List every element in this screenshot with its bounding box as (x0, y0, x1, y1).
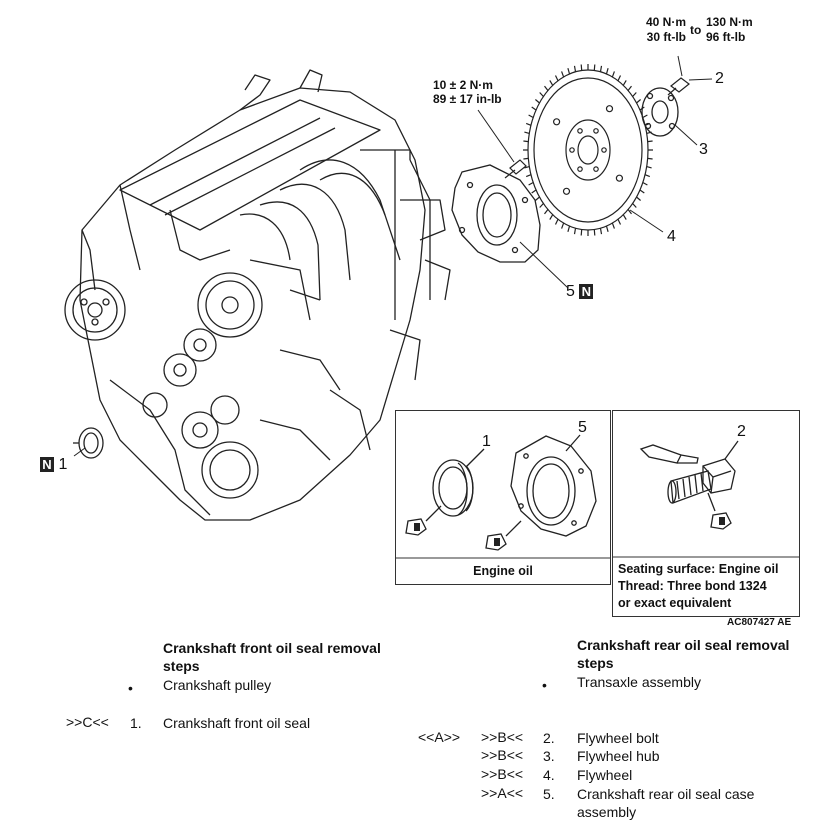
case-bolt-torque: 10 ± 2 N·m 89 ± 17 in-lb (433, 78, 533, 106)
case-bolt-torque-inlb: 89 ± 17 in-lb (433, 92, 502, 106)
rear-step3-ref: >>B<< (481, 747, 524, 763)
callout-5: 5 N (566, 283, 594, 301)
inset-sealant-drawing (613, 440, 799, 558)
rear-step4-text: Flywheel (577, 767, 633, 783)
callout-1-number: 1 (58, 456, 68, 473)
rear-step5-ref: >>A<< (481, 785, 524, 801)
inset-sealant-caption-line3: or exact equivalent (618, 596, 732, 610)
rear-bullet: • (542, 677, 547, 693)
rear-bullet-item: Transaxle assembly (577, 674, 701, 690)
callout-5-number: 5 (566, 283, 575, 300)
front-procedure-title-line1: Crankshaft front oil seal removal (163, 640, 381, 656)
inset-engine-oil-drawing (396, 434, 610, 559)
figure-code: AC807427 AE (727, 617, 792, 628)
callout-3: 3 (699, 141, 708, 158)
rear-step5-text: Crankshaft rear oil seal case (577, 786, 755, 802)
front-procedure-title: Crankshaft front oil seal removal steps (163, 639, 381, 675)
callout-4: 4 (667, 228, 676, 245)
flywheel-bolt-torque: 40 N·m 30 ft-lb to 130 N·m 96 ft-lb (638, 15, 768, 47)
rear-step4-ref: >>B<< (481, 766, 524, 782)
inset-engine-oil: 1 5 Engine oil (395, 410, 611, 585)
torque-max-ftlb: 96 ft-lb (706, 30, 746, 44)
inset-sealant-caption-line2: Thread: Three bond 1324 (618, 579, 767, 593)
inset-sealant-caption-line1: Seating surface: Engine oil (618, 562, 779, 576)
rear-step2-num: 2. (543, 730, 555, 746)
rear-step3-num: 3. (543, 748, 555, 764)
torque-min-nm: 40 N·m (645, 15, 686, 29)
rear-step2-pre: <<A>> (418, 729, 461, 745)
rear-step5-num: 5. (543, 786, 555, 802)
rear-step5-text-cont: assembly (577, 804, 637, 820)
new-part-badge: N (40, 457, 54, 472)
front-step1-text: Crankshaft front oil seal (163, 715, 311, 731)
front-bullet-item: Crankshaft pulley (163, 677, 272, 693)
inset-engine-oil-caption: Engine oil (473, 564, 533, 578)
rear-procedure-title: Crankshaft rear oil seal removal steps (577, 636, 789, 672)
rear-step2-ref: >>B<< (481, 729, 524, 745)
inset-sealant: 2 Seating surface: Engine oil Thread: Th… (612, 410, 800, 617)
rear-step4-num: 4. (543, 767, 555, 783)
inset-callout-5: 5 (578, 419, 587, 436)
inset-callout-1: 1 (482, 433, 491, 450)
torque-min-ftlb: 30 ft-lb (646, 30, 686, 44)
rear-step2-text: Flywheel bolt (577, 730, 659, 746)
case-bolt-torque-nm: 10 ± 2 N·m (433, 78, 493, 92)
rear-procedure-title-line1: Crankshaft rear oil seal removal (577, 637, 790, 653)
callout-1: N 1 (40, 456, 67, 474)
front-step1-num: 1. (130, 715, 142, 731)
torque-max-nm: 130 N·m (706, 15, 753, 29)
new-part-badge: N (579, 284, 594, 299)
inset-callout-2: 2 (737, 423, 746, 440)
front-bullet: • (128, 680, 133, 696)
callout-2: 2 (715, 70, 724, 87)
front-step1-ref: >>C<< (66, 714, 109, 730)
torque-to: to (690, 23, 702, 37)
front-procedure-title-line2: steps (163, 658, 200, 674)
rear-procedure-title-line2: steps (577, 655, 614, 671)
rear-step3-text: Flywheel hub (577, 748, 660, 764)
